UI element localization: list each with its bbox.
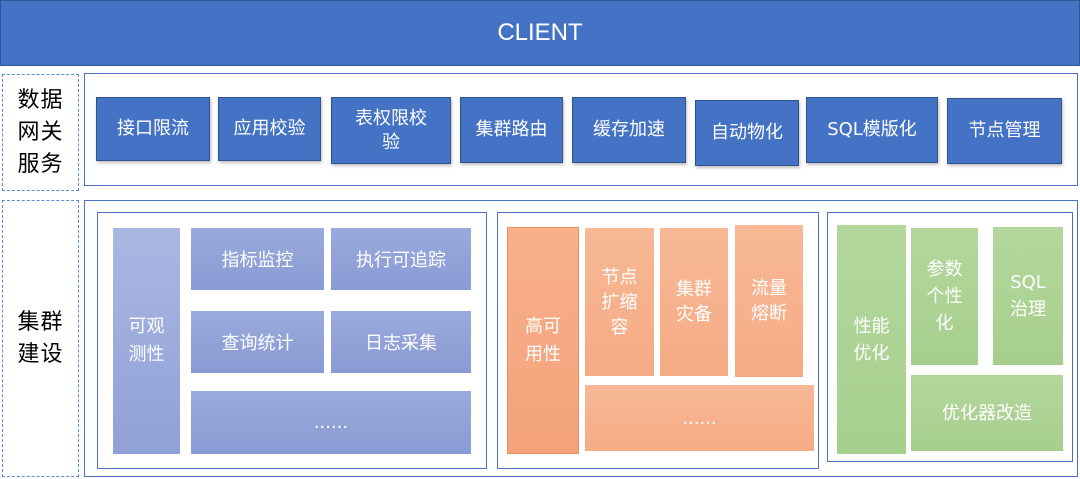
- node-scaling-label: 节点 扩缩 容: [601, 266, 638, 338]
- optimizer-refactor-label: 优化器改造: [942, 402, 1032, 424]
- gateway-item-label: 集群路由: [475, 119, 548, 140]
- high-availability-more-block: ......: [585, 385, 814, 451]
- performance-title-block: 性能 优化: [837, 225, 906, 454]
- performance-title: 性能 优化: [853, 315, 890, 364]
- observability-more-block: ......: [191, 391, 471, 454]
- traffic-circuit-breaker-block: 流量 熔断: [735, 225, 803, 377]
- gateway-item-app-validation: 应用校验: [218, 97, 321, 161]
- metric-monitoring-block: 指标监控: [191, 228, 324, 290]
- observability-more-label: ......: [313, 412, 349, 433]
- gateway-item-label: 表权限校 验: [355, 107, 427, 153]
- high-availability-title: 高可 用性: [525, 315, 561, 365]
- cluster-label-text: 集群 建设: [17, 309, 64, 367]
- parameter-personalization-label: 参数 个性 化: [926, 259, 963, 334]
- log-collection-label: 日志采集: [365, 333, 437, 354]
- traffic-circuit-breaker-label: 流量 熔断: [751, 278, 787, 324]
- gateway-item-cluster-routing: 集群路由: [460, 97, 563, 163]
- node-scaling-block: 节点 扩缩 容: [585, 228, 654, 376]
- client-title: CLIENT: [497, 19, 583, 46]
- observability-title-block: 可观 测性: [113, 228, 180, 454]
- observability-title: 可观 测性: [128, 316, 165, 365]
- high-availability-title-block: 高可 用性: [507, 227, 579, 454]
- gateway-item-label: 节点管理: [968, 120, 1041, 141]
- gateway-item-label: SQL模版化: [827, 119, 917, 140]
- gateway-item-table-permission: 表权限校 验: [331, 97, 451, 164]
- execution-tracing-label: 执行可追踪: [356, 250, 446, 271]
- log-collection-block: 日志采集: [331, 311, 471, 373]
- gateway-item-rate-limit: 接口限流: [96, 97, 210, 161]
- query-statistics-label: 查询统计: [221, 333, 294, 354]
- high-availability-more-label: ......: [682, 407, 717, 429]
- sql-governance-label: SQL 治理: [1010, 272, 1046, 320]
- cluster-disaster-recovery-label: 集群 灾备: [676, 279, 712, 325]
- gateway-item-label: 缓存加速: [593, 119, 665, 140]
- gateway-item-label: 自动物化: [711, 122, 783, 143]
- gateway-item-label: 接口限流: [117, 118, 189, 139]
- gateway-item-auto-materialization: 自动物化: [695, 100, 799, 166]
- parameter-personalization-block: 参数 个性 化: [911, 228, 978, 365]
- sql-governance-block: SQL 治理: [993, 227, 1063, 365]
- query-statistics-block: 查询统计: [191, 311, 324, 373]
- client-header: CLIENT: [0, 0, 1080, 66]
- cluster-label: 集群 建设: [2, 200, 79, 477]
- execution-tracing-block: 执行可追踪: [331, 228, 471, 290]
- optimizer-refactor-block: 优化器改造: [911, 375, 1063, 451]
- gateway-label: 数据 网关 服务: [2, 74, 79, 191]
- cluster-disaster-recovery-block: 集群 灾备: [660, 228, 728, 376]
- gateway-item-sql-template: SQL模版化: [806, 97, 938, 163]
- gateway-item-label: 应用校验: [233, 118, 306, 139]
- gateway-label-text: 数据 网关 服务: [17, 87, 64, 177]
- gateway-item-node-management: 节点管理: [947, 98, 1062, 164]
- gateway-item-cache-acceleration: 缓存加速: [572, 97, 686, 163]
- metric-monitoring-label: 指标监控: [221, 250, 294, 271]
